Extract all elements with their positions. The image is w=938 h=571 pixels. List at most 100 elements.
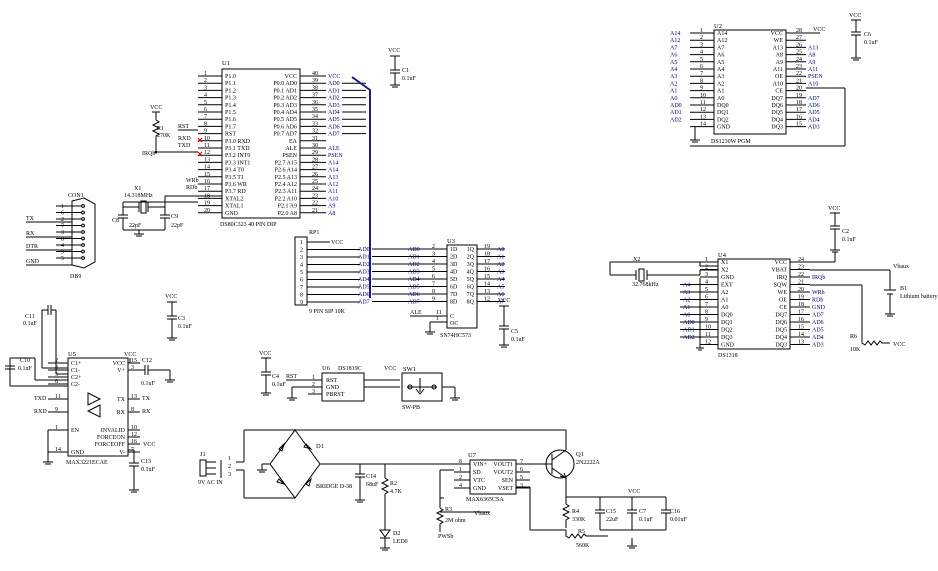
u4-ref: U4: [718, 252, 727, 259]
j1-ref: J1: [200, 451, 206, 458]
u7-pin-number: 7: [520, 459, 523, 465]
x2-ref: X2: [633, 257, 640, 263]
r2-zigzag: [380, 477, 390, 502]
u2-net-label: A5: [670, 60, 677, 66]
u4-net-label: A1: [683, 305, 690, 311]
c16-ref: C16: [670, 509, 680, 515]
q1-part: 2N2222A: [576, 460, 600, 466]
u4-pin-name: IRQ: [777, 275, 788, 281]
x2-value: 32.768kHz: [632, 282, 659, 288]
c15-capacitor: C15 22uF: [566, 496, 666, 530]
c5-ref: C5: [511, 329, 518, 335]
u3-pin-name: 6Q: [467, 285, 475, 291]
u2-pin-name: DQ3: [771, 125, 783, 131]
d2-part: LED0: [393, 539, 408, 545]
r3-resistor: R3 2M ohm Vbaux PWSb: [435, 498, 490, 540]
u1-rst-net: RST: [178, 124, 189, 130]
u4-pin-number: 2: [705, 265, 708, 271]
u2-pin-number: 24: [796, 57, 802, 63]
con1-part: DB9: [70, 274, 81, 280]
u1-pin-number: 30: [312, 143, 318, 149]
con1-pin-number: 3: [61, 230, 64, 236]
con1-pin-number: 9: [61, 250, 64, 256]
u4-pin-name: DQ3: [721, 335, 733, 341]
u5-pin-number: 12: [131, 432, 137, 438]
u2-net-label: A11: [808, 67, 818, 73]
u2-pin-name: DQ2: [717, 117, 729, 123]
r1-resistor: VCC R1 270K: [150, 105, 171, 154]
u4-part: DS1318: [718, 353, 738, 359]
u4-pin-number: 16: [798, 317, 804, 323]
r4-resistor: R4 330K: [516, 486, 586, 531]
u2-net-label: AD4: [808, 117, 820, 123]
c1-value: 0.1uF: [402, 76, 417, 82]
c6-capacitor: VCC C6 0.1uF: [849, 13, 879, 61]
u5-body: [67, 357, 129, 457]
u4-net-label: AD4: [812, 335, 824, 341]
u1-pin-number: 8: [204, 121, 207, 127]
u4-pin-number: 15: [798, 325, 804, 331]
u3-pin-name: 2Q: [467, 255, 475, 261]
con1-pin-number: 5: [61, 256, 64, 262]
u1-pin-number: 35: [312, 107, 318, 113]
u2-pin-name: A5: [717, 60, 724, 66]
u2-pin-number: 5: [700, 57, 703, 63]
u7-pin-number: 3: [520, 483, 523, 489]
u4-pin-name: GND: [721, 343, 735, 349]
rp1-pin-number: 2: [300, 248, 303, 254]
u3-pin-name: 7D: [450, 292, 458, 298]
con1-pin-number: 6: [61, 211, 64, 217]
u4-pin-name: VBAT: [771, 268, 787, 274]
u5-pin-name: C1-: [71, 368, 80, 374]
r6-zigzag: [861, 337, 890, 346]
u4-pin-number: 20: [798, 287, 804, 293]
u4-net-label: WRb: [812, 290, 825, 296]
u1-body: [221, 68, 301, 219]
u6-rst-net: RST: [286, 374, 297, 380]
u3-pin-name: 3D: [450, 262, 458, 268]
u4-pin-number: 5: [705, 287, 708, 293]
j1-label: 9V AC IN: [198, 480, 223, 486]
u3-pin-number: 8: [432, 289, 435, 295]
u1-pin-name: RST: [225, 132, 236, 138]
c3-value: 0.1uF: [178, 324, 193, 330]
u1-txd-net: TXD: [178, 143, 191, 149]
u3-pin-name: 5Q: [467, 277, 475, 283]
c12-capacitor: C12 0.1uF: [128, 358, 175, 387]
u5-pin-number: 10: [131, 425, 137, 431]
u3-a-net: A2: [497, 262, 504, 268]
r3-zigzag: [435, 507, 445, 532]
u5-pin-number: 9: [55, 407, 58, 413]
u2-pin-number: 26: [796, 42, 802, 48]
u2-pin-number: 19: [796, 93, 802, 99]
u4-pin-name: X2: [721, 268, 728, 274]
u2-pin-number: 22: [796, 71, 802, 77]
u1-pin-name: P3.3 INT1: [225, 160, 250, 166]
u7-pin-number: 5: [520, 475, 523, 481]
u1-pin-number: 27: [312, 165, 318, 171]
u1-pin-number: 28: [312, 157, 318, 163]
u3-ad-net: AD6: [358, 292, 370, 298]
u7-pin-name: SEN: [502, 478, 514, 484]
u1-pin-number: 19: [204, 201, 210, 207]
u3-ad-net: AD1: [408, 255, 420, 261]
sw1-ref: SW1: [403, 366, 416, 373]
u4-pin-number: 6: [705, 295, 708, 301]
u1-pin-number: 23: [312, 193, 318, 199]
u3-pin-number: 18: [484, 252, 490, 258]
u4-net-label: AD0: [683, 320, 695, 326]
d1-diode-marks: [276, 442, 313, 487]
u1-pin-name: P0.7 AD7: [273, 132, 297, 138]
u1-net-label: AD0: [328, 81, 340, 87]
u7-pin-number: 2: [459, 475, 462, 481]
u3-ale-net: ALE: [410, 310, 422, 316]
u1-pin-number: 2: [204, 78, 207, 84]
u5-ref: U5: [68, 351, 76, 358]
c16-value: 0.01uF: [670, 517, 688, 523]
u2-pin-number: 7: [700, 71, 703, 77]
u2-net-label: A12: [670, 38, 680, 44]
u2-net-label: A2: [670, 81, 677, 87]
u4-pin-name: X1: [721, 260, 728, 266]
